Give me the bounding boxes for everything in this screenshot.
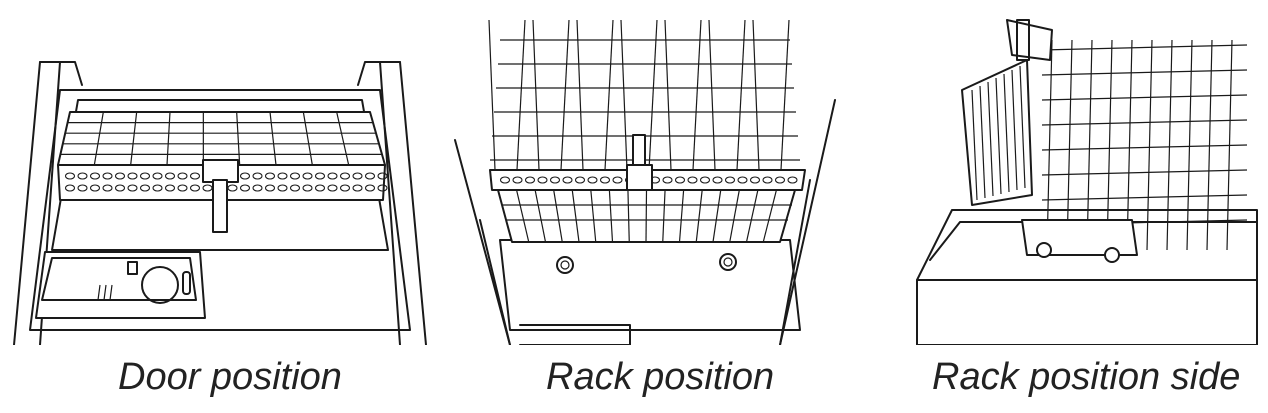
rack-position-caption: Rack position xyxy=(546,356,775,398)
door-position-illustration xyxy=(0,0,440,345)
rack-position-side-caption: Rack position side xyxy=(932,356,1241,398)
door-position-caption: Door position xyxy=(118,356,342,398)
rack-position-illustration xyxy=(450,0,840,345)
rack-position-side-illustration xyxy=(912,0,1262,345)
